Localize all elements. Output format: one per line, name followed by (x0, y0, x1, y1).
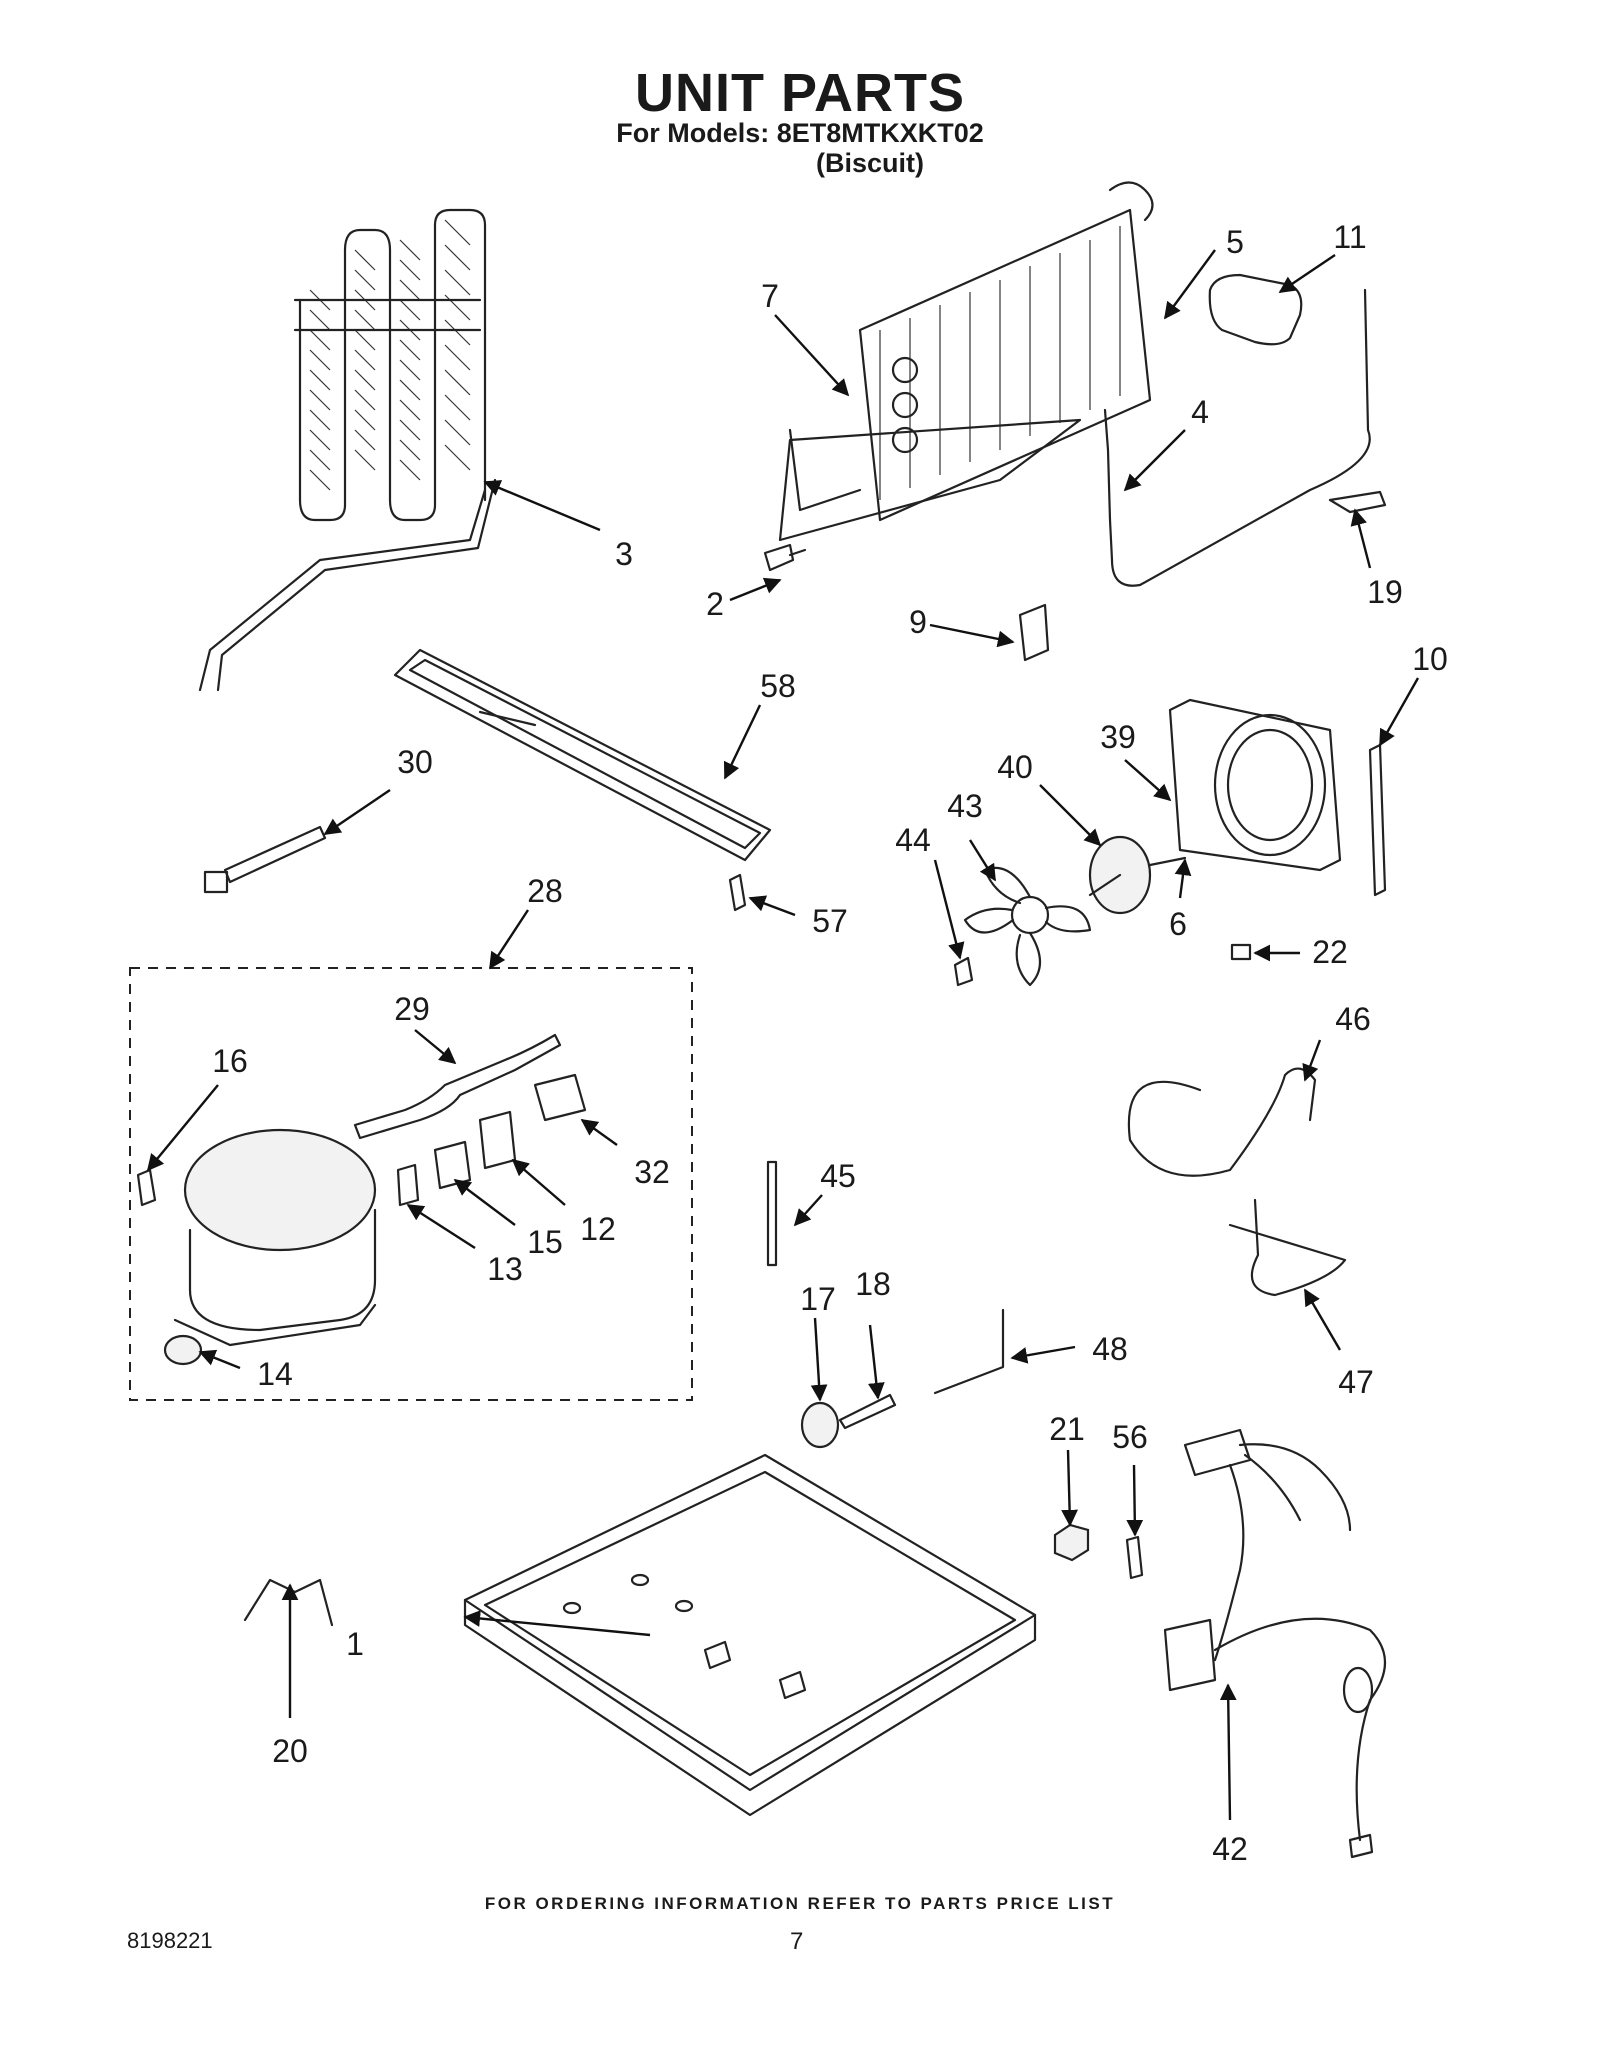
models-line: For Models: 8ET8MTKXKT02 (616, 118, 984, 148)
part-48-drawing (933, 1308, 1005, 1395)
part-22-drawing (1230, 943, 1252, 961)
ordering-note: FOR ORDERING INFORMATION REFER TO PARTS … (484, 1894, 1116, 1913)
callout-39: 39 (1100, 719, 1136, 755)
fan-shroud-drawing (1168, 698, 1342, 872)
callout-14: 14 (257, 1356, 293, 1392)
part-32-drawing (533, 1073, 587, 1122)
callout-16: 16 (212, 1043, 248, 1079)
callout-44: 44 (895, 822, 931, 858)
callout-57: 57 (812, 903, 848, 939)
part-10-drawing (1368, 743, 1387, 897)
part-57-drawing (728, 873, 747, 912)
part-21-drawing (1053, 1523, 1090, 1562)
drain-pan-drawing (393, 648, 772, 862)
base-frame-drawing (463, 1453, 1037, 1817)
callout-19: 19 (1367, 574, 1403, 610)
callout-56: 56 (1112, 1419, 1148, 1455)
callout-46: 46 (1335, 1001, 1371, 1037)
callout-48: 48 (1092, 1331, 1128, 1367)
evaporator-drawing (778, 181, 1154, 542)
callout-11: 11 (1333, 219, 1366, 255)
document-number: 8198221 (127, 1928, 213, 1953)
fan-blade-drawing (963, 866, 1092, 987)
callout-22: 22 (1312, 934, 1348, 970)
part-11-drawing (1208, 273, 1303, 346)
callout-17: 17 (800, 1281, 836, 1317)
callout-labels: 1 2 3 4 5 6 7 9 10 11 12 13 14 15 16 17 … (212, 219, 1448, 1867)
callout-9: 9 (909, 604, 927, 640)
part-47-drawing (1228, 1198, 1347, 1297)
fan-motor-drawing (1088, 835, 1187, 915)
callout-28: 28 (527, 873, 563, 909)
callout-21: 21 (1049, 1411, 1085, 1447)
callout-7: 7 (761, 278, 779, 314)
callout-45: 45 (820, 1158, 856, 1194)
part-45-drawing (766, 1160, 778, 1267)
callout-12: 12 (580, 1211, 616, 1247)
part-20-drawing (243, 1578, 334, 1627)
callout-5: 5 (1226, 224, 1244, 260)
part-44-drawing (953, 956, 974, 987)
callout-20: 20 (272, 1733, 308, 1769)
callout-32: 32 (634, 1154, 670, 1190)
condenser-coil-drawing (198, 208, 497, 692)
callout-40: 40 (997, 749, 1033, 785)
drier-drawing (353, 1033, 562, 1140)
callout-47: 47 (1338, 1364, 1374, 1400)
part-15-drawing (433, 1140, 472, 1190)
part-12-drawing (478, 1110, 517, 1170)
callout-43: 43 (947, 788, 983, 824)
page-title: UNIT PARTS (635, 63, 965, 123)
leader-lines (146, 249, 1420, 1821)
compressor-assembly-box (129, 967, 693, 1401)
part-56-drawing (1125, 1535, 1144, 1580)
callout-6: 6 (1169, 906, 1187, 942)
callout-2: 2 (706, 586, 724, 622)
callout-42: 42 (1212, 1831, 1248, 1867)
callout-13: 13 (487, 1251, 523, 1287)
part-9-drawing (1018, 603, 1050, 662)
page-number: 7 (790, 1928, 804, 1955)
callout-58: 58 (760, 668, 796, 704)
part-4-drawing (1103, 288, 1371, 587)
part-2-drawing (763, 543, 807, 572)
part-13-drawing (396, 1163, 420, 1207)
tie-strap-drawing (203, 825, 327, 894)
callout-15: 15 (527, 1224, 563, 1260)
callout-10: 10 (1412, 641, 1448, 677)
wiring-harness-drawing (1163, 1428, 1387, 1859)
callout-4: 4 (1191, 394, 1209, 430)
callout-3: 3 (615, 536, 633, 572)
callout-18: 18 (855, 1266, 891, 1302)
part-17-drawing (800, 1401, 840, 1449)
callout-1: 1 (346, 1626, 364, 1662)
callout-29: 29 (394, 991, 430, 1027)
part-18-drawing (838, 1393, 897, 1430)
callout-30: 30 (397, 744, 433, 780)
part-19-drawing (1328, 490, 1387, 514)
part-46-drawing (1127, 1067, 1317, 1177)
color-line: (Biscuit) (816, 148, 924, 178)
compressor-drawing (163, 1128, 377, 1366)
part-16-drawing (136, 1168, 157, 1207)
